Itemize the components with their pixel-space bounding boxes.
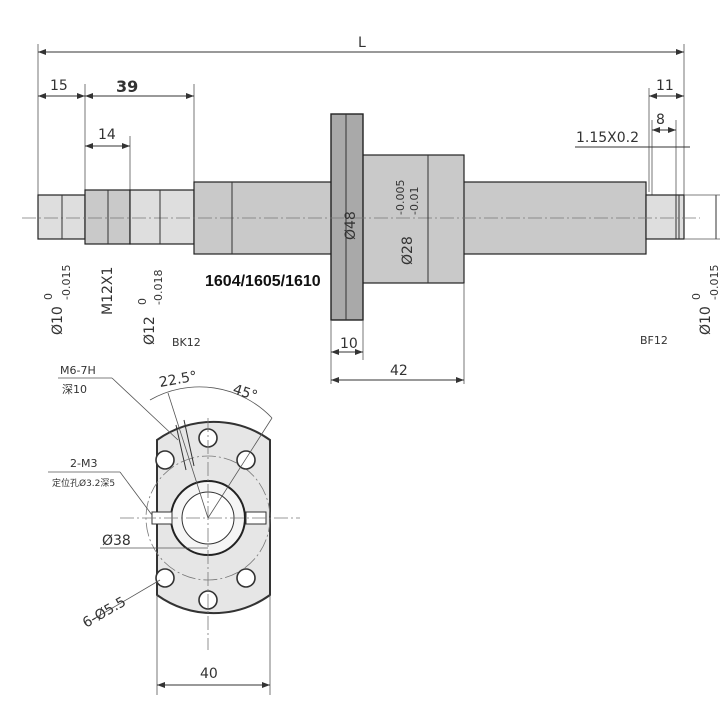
right-journal <box>645 194 685 240</box>
dia-10-right-label: Ø10 <box>698 306 714 335</box>
side-view: L 15 39 14 11 <box>22 35 720 384</box>
bf-label: BF12 <box>640 334 668 347</box>
overall-length-label: L <box>358 35 366 51</box>
model-label: 1604/1605/1610 <box>205 273 321 290</box>
dim-10-label: 10 <box>340 336 358 352</box>
bearing-seat <box>129 189 195 245</box>
dia-12-label: Ø12 <box>142 316 158 345</box>
diameter-arrows <box>61 114 720 320</box>
dia-10-right-tol-up: 0 <box>690 293 703 300</box>
bk-label: BK12 <box>172 336 201 349</box>
dim-39-label: 39 <box>116 77 138 96</box>
overall-length-dimension: L <box>37 35 685 200</box>
left-dimensions: 15 39 14 <box>38 77 195 195</box>
dia-38-label: Ø38 <box>102 533 131 549</box>
dim-8-label: 8 <box>656 112 665 128</box>
front-view: 22.5° 45° M6-7H 深10 2-M3 定位孔Ø3.2深5 Ø38 6… <box>48 364 300 695</box>
dia-10-left-tol-up: 0 <box>42 293 55 300</box>
m6-depth-label: 深10 <box>62 383 87 396</box>
dim-42-label: 42 <box>390 363 408 379</box>
dim-40-label: 40 <box>200 666 218 682</box>
right-dimensions: 11 8 1.15X0.2 <box>575 78 690 195</box>
thread-label: M12X1 <box>100 267 116 315</box>
nut-body <box>361 154 465 284</box>
m3-note-label: 定位孔Ø3.2深5 <box>52 477 115 489</box>
angle-45-label: 45° <box>231 382 260 405</box>
dia-12-tol-low: -0.018 <box>152 270 165 305</box>
bolt-hole <box>155 450 175 470</box>
dia-28-tol-low: -0.01 <box>408 187 421 215</box>
m3-label: 2-M3 <box>70 457 97 470</box>
m6-hole <box>175 419 195 471</box>
flange-dimensions: 10 42 <box>330 283 465 384</box>
dia-10-left-tol-low: -0.015 <box>60 265 73 300</box>
groove-label: 1.15X0.2 <box>576 130 639 146</box>
holes-label: 6-Ø5.5 <box>80 594 129 631</box>
angle-22-label: 22.5° <box>158 369 198 391</box>
dia-48-label: Ø48 <box>343 211 359 240</box>
dim-14-label: 14 <box>98 127 116 143</box>
nut-flange <box>330 113 364 321</box>
bolt-hole <box>155 568 175 588</box>
dia-28-tol-up: -0.005 <box>394 180 407 215</box>
dia-28-label: Ø28 <box>400 236 416 265</box>
dim-11-label: 11 <box>656 78 674 94</box>
dim-15-label: 15 <box>50 78 68 94</box>
bolt-hole <box>236 568 256 588</box>
dia-10-right-tol-low: -0.015 <box>708 265 720 300</box>
dia-12-tol-up: 0 <box>136 298 149 305</box>
dia-10-left-label: Ø10 <box>50 306 66 335</box>
angle-arc <box>149 386 273 419</box>
bolt-hole <box>236 450 256 470</box>
m6-label: M6-7H <box>60 364 96 377</box>
